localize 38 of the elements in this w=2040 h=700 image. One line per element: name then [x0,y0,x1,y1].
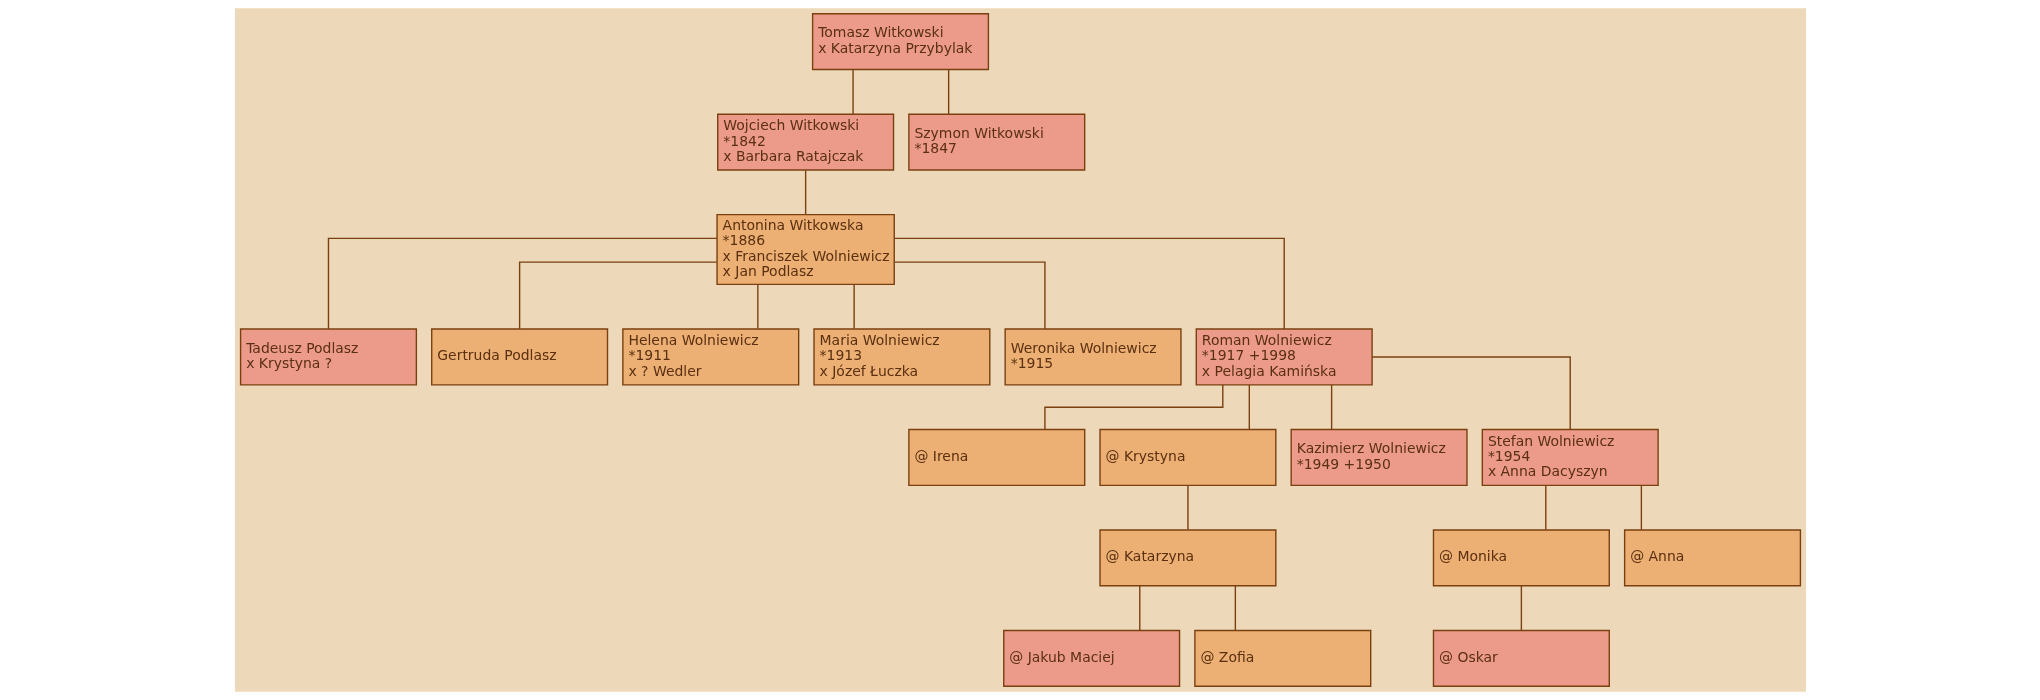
connector [1248,384,1250,430]
node-box: @ Krystyna [1098,428,1276,487]
connector [518,261,717,330]
node-box: Helena Wolniewicz *1911 x ? Wedler [621,328,799,386]
node-box: @ Monika [1432,529,1610,587]
node-box: Stefan Wolniewicz *1954 x Anna Dacyszyn [1481,428,1659,487]
connector [1234,585,1236,631]
node-box: Gertruda Podlasz [430,328,608,386]
connector [893,237,1285,330]
connector [1138,585,1140,631]
node-box: Antonina Witkowska *1886 x Franciszek Wolniewicz x Jan Podlasz [715,213,895,286]
node-box: Tadeusz Podlasz x Krystyna ? [239,328,417,386]
connector [1371,356,1571,431]
connector [1544,484,1546,531]
connector [1640,484,1642,531]
connector [1330,384,1332,430]
node-box: Tomasz Witkowski x Katarzyna Przybylak [811,13,989,71]
node-box: @ Oskar [1432,629,1610,687]
node-box: Roman Wolniewicz *1917 +1998 x Pelagia Kamińska [1195,328,1373,386]
node-box: Wojciech Witkowski *1842 x Barbara Ratajczak [716,113,894,171]
connector [756,284,759,330]
node-box: Weronika Wolniewicz *1915 [1003,328,1182,386]
node-box: Szymon Witkowski *1847 [907,113,1085,171]
connector [851,68,854,115]
node-box: @ Irena [907,428,1085,487]
node-box: Kazimierz Wolniewicz *1949 +1950 [1289,428,1468,487]
connector [804,169,806,216]
node-box: @ Anna [1623,529,1801,587]
connector [1186,484,1189,531]
node-box: @ Jakub Maciej [1002,629,1180,687]
connector [947,68,949,115]
node-box: @ Zofia [1193,629,1371,687]
connector [1520,585,1522,631]
node-box: Maria Wolniewicz *1913 x Józef Łuczka [812,328,990,386]
connector [327,237,718,330]
node-box: @ Katarzyna [1098,529,1276,587]
connector [852,284,855,330]
connector [893,261,1046,330]
